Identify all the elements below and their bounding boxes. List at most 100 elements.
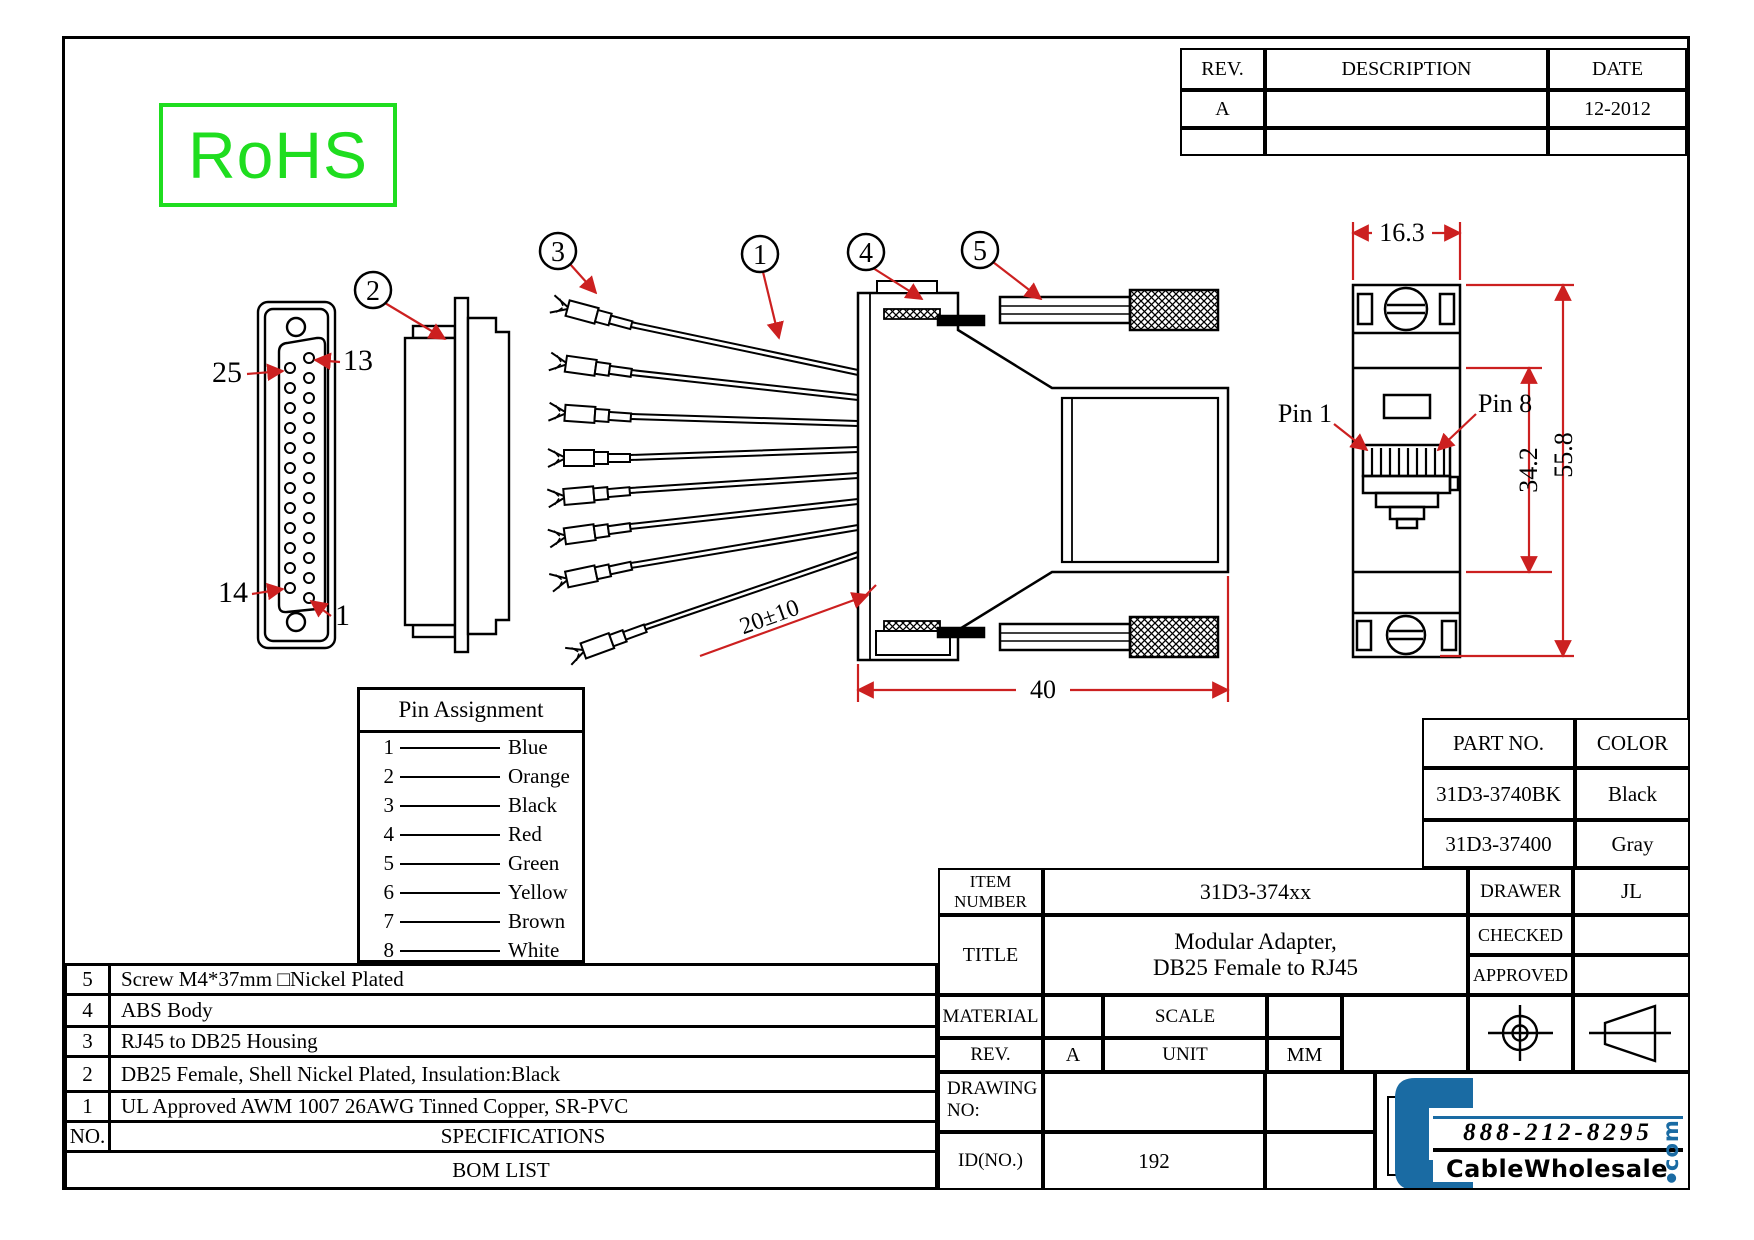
date-col-header: DATE bbox=[1548, 48, 1687, 90]
db25-screw-hole-top bbox=[285, 316, 307, 338]
spare-cell-3 bbox=[1265, 1132, 1375, 1190]
bom-item-no: 2 bbox=[67, 1058, 111, 1090]
bom-item-spec: ABS Body bbox=[121, 998, 213, 1022]
pin-number: 6 bbox=[383, 880, 395, 904]
screw-knurl-bottom bbox=[1128, 615, 1220, 659]
part-no-header: PART NO. bbox=[1422, 718, 1575, 768]
logo-tld: ●com bbox=[1659, 1096, 1683, 1186]
pin-row: 7 Brown bbox=[360, 907, 582, 936]
scale-label: SCALE bbox=[1103, 995, 1267, 1038]
dim-34-2: 34.2 bbox=[1514, 447, 1543, 493]
color-black: Black bbox=[1575, 768, 1690, 820]
latch-clip-top bbox=[883, 308, 941, 320]
drawing-no-value bbox=[1043, 1072, 1265, 1132]
color-header: COLOR bbox=[1575, 718, 1690, 768]
title-block: ITEM NUMBER 31D3-374xx DRAWER JL TITLE M… bbox=[938, 868, 1690, 1190]
dim-55-8: 55.8 bbox=[1549, 432, 1578, 478]
wire-line bbox=[400, 746, 500, 749]
screw-head-top bbox=[1356, 286, 1456, 332]
pin-row: 1 Blue bbox=[360, 733, 582, 762]
logo-dot: ● bbox=[1664, 1171, 1679, 1186]
bom-no-header: NO. bbox=[67, 1123, 111, 1150]
rev-value: A bbox=[1180, 90, 1265, 128]
drawing-no-label: DRAWING NO: bbox=[938, 1072, 1043, 1132]
wire-color: White bbox=[508, 938, 560, 962]
wire-line bbox=[400, 804, 500, 807]
pin-number: 2 bbox=[383, 764, 395, 788]
bom-item-no: 4 bbox=[67, 996, 111, 1025]
screw-head-bottom bbox=[1355, 614, 1458, 656]
wire-color: Brown bbox=[508, 909, 566, 933]
bom-row: 3 RJ45 to DB25 Housing bbox=[67, 1028, 935, 1058]
id-no-label: ID(NO.) bbox=[938, 1132, 1043, 1190]
wire-color: Blue bbox=[508, 735, 548, 759]
callout-4: 4 bbox=[859, 238, 873, 269]
db25-screw-hole-bottom bbox=[285, 611, 307, 633]
bom-row: 1 UL Approved AWM 1007 26AWG Tinned Copp… bbox=[67, 1093, 935, 1123]
rev-description-2 bbox=[1265, 128, 1548, 156]
wire-color: Black bbox=[508, 793, 557, 817]
callout-circle-3 bbox=[538, 231, 578, 271]
db25-pin1-label: 1 bbox=[335, 599, 350, 632]
color-gray: Gray bbox=[1575, 820, 1690, 868]
projection-symbol-cone bbox=[1573, 995, 1690, 1072]
dim-20-10: 20±10 bbox=[736, 595, 802, 640]
rev-col-header: REV. bbox=[1180, 48, 1265, 90]
rj45-jack bbox=[1361, 443, 1460, 530]
title-line1: Modular Adapter, bbox=[1174, 928, 1337, 954]
material-label: MATERIAL bbox=[938, 995, 1043, 1038]
screw-knurl-top bbox=[1128, 288, 1220, 332]
wire-line bbox=[400, 891, 500, 894]
bom-title: BOM LIST bbox=[452, 1157, 550, 1182]
callout-3: 3 bbox=[551, 237, 565, 268]
pin-row: 6 Yellow bbox=[360, 878, 582, 907]
db25-shell-inner bbox=[263, 307, 330, 643]
pin-number: 1 bbox=[383, 735, 395, 759]
spare-cell-2 bbox=[1265, 1072, 1375, 1132]
wire-line bbox=[400, 862, 500, 865]
logo-phone: 888-212-8295 bbox=[1433, 1116, 1683, 1152]
rev-value: A bbox=[1043, 1038, 1103, 1072]
pin-number: 4 bbox=[383, 822, 395, 846]
db25-pin25-label: 25 bbox=[212, 356, 242, 389]
item-number-label: ITEM NUMBER bbox=[938, 868, 1043, 915]
desc-col-header: DESCRIPTION bbox=[1265, 48, 1548, 90]
wire-line bbox=[400, 920, 500, 923]
callout-2: 2 bbox=[366, 276, 380, 307]
part-no-gray: 31D3-37400 bbox=[1422, 820, 1575, 868]
dim-line-20-10 bbox=[699, 592, 870, 658]
unit-value: MM bbox=[1267, 1038, 1342, 1072]
dim-16-3: 16.3 bbox=[1379, 218, 1425, 247]
latch-window bbox=[1382, 393, 1432, 420]
drawing-labels: 25 13 14 1 bbox=[212, 344, 373, 632]
part-color-table: PART NO. COLOR 31D3-3740BK Black 31D3-37… bbox=[1422, 718, 1690, 868]
db25-front-view bbox=[256, 300, 337, 650]
bom-item-no: 1 bbox=[67, 1093, 111, 1120]
logo-name: CableWholesale bbox=[1445, 1155, 1669, 1183]
db25-shell-outer bbox=[256, 300, 337, 650]
approved-label: APPROVED bbox=[1468, 955, 1573, 995]
pin-number: 7 bbox=[383, 909, 395, 933]
bom-row: 5 Screw M4*37mm □Nickel Plated bbox=[67, 966, 935, 996]
wires bbox=[629, 321, 859, 631]
adapter-housing-side-view bbox=[856, 280, 1230, 662]
latch-clip-bottom bbox=[883, 620, 941, 632]
logo-tld-text: com bbox=[1659, 1119, 1683, 1171]
checked-value bbox=[1573, 915, 1690, 955]
wire-harness bbox=[546, 294, 859, 666]
revision-table: REV. DESCRIPTION DATE A 12-2012 bbox=[1180, 48, 1687, 156]
bom-table: 5 Screw M4*37mm □Nickel Plated 4 ABS Bod… bbox=[64, 963, 938, 1190]
wire-color: Yellow bbox=[508, 880, 568, 904]
item-number-value: 31D3-374xx bbox=[1043, 868, 1468, 915]
rj45-body bbox=[1351, 283, 1462, 659]
rohs-mark: RoHS bbox=[159, 103, 397, 207]
projection-symbol-target bbox=[1468, 995, 1573, 1072]
pin-number: 5 bbox=[383, 851, 395, 875]
bom-item-no: 3 bbox=[67, 1028, 111, 1055]
dimensions bbox=[699, 222, 1574, 702]
